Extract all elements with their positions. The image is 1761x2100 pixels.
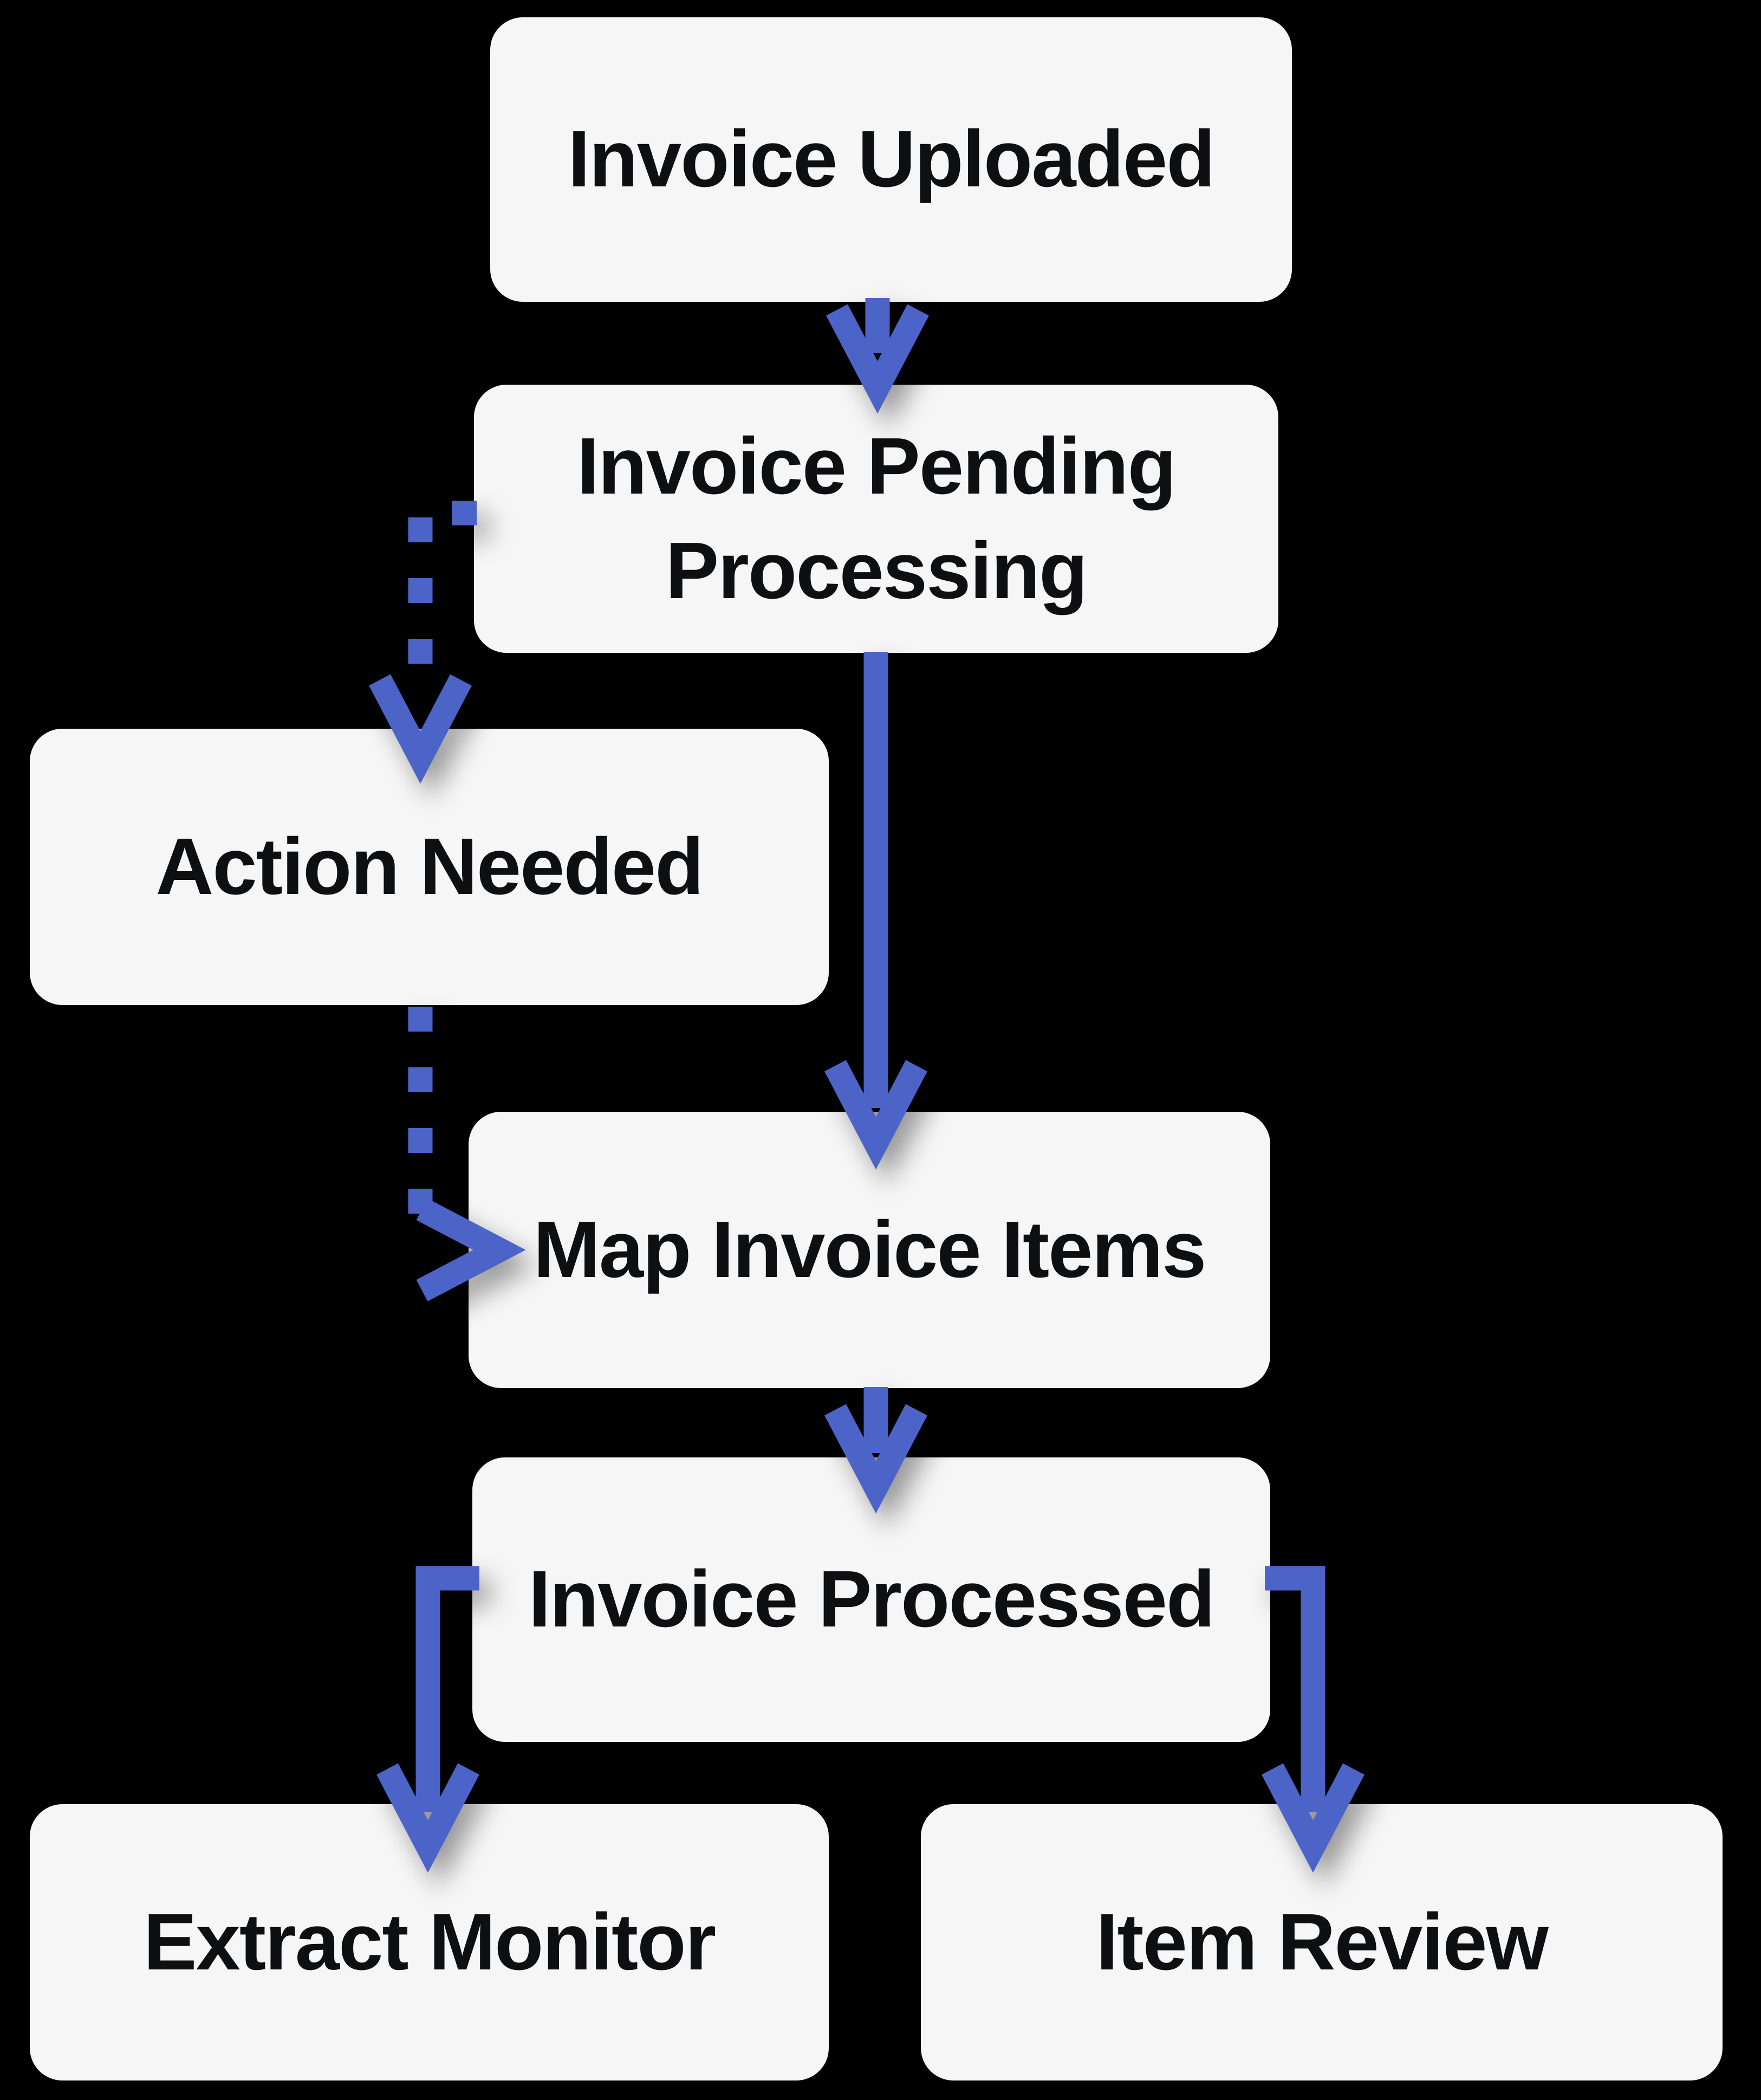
node-label: Item Review — [1096, 1897, 1548, 1987]
node-label: Invoice Pending Processing — [577, 422, 1177, 615]
node-label: Invoice Uploaded — [568, 114, 1215, 204]
edge-uploaded-to-pending — [826, 298, 929, 414]
arrowhead-down-icon — [826, 304, 929, 414]
node-invoice-pending-processing: Invoice Pending Processing — [474, 385, 1278, 653]
node-label: Invoice Processed — [528, 1554, 1216, 1644]
node-label: Action Needed — [155, 821, 704, 911]
node-map-invoice-items: Map Invoice Items — [469, 1112, 1270, 1388]
edge-shaft — [408, 501, 477, 684]
node-extract-monitor: Extract Monitor — [30, 1804, 829, 2080]
node-label: Extract Monitor — [143, 1897, 716, 1987]
edge-pending-to-action-dashed — [369, 501, 477, 784]
node-label: Map Invoice Items — [533, 1204, 1207, 1294]
edge-shaft — [415, 1566, 479, 1812]
node-action-needed: Action Needed — [30, 729, 829, 1005]
edge-shaft — [1265, 1566, 1325, 1812]
node-invoice-processed: Invoice Processed — [472, 1457, 1270, 1742]
node-invoice-uploaded: Invoice Uploaded — [490, 17, 1292, 302]
edge-pending-to-map — [824, 652, 927, 1170]
node-item-review: Item Review — [921, 1804, 1723, 2080]
